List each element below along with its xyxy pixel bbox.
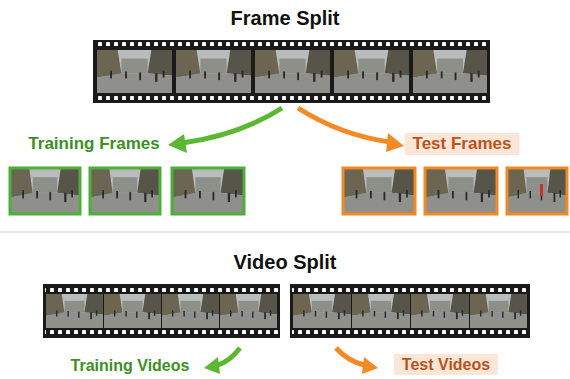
frame-thumbnail [343,168,567,214]
split-arrow [298,108,404,152]
split-label: Training Videos [71,356,190,375]
film-strip [93,40,490,103]
frame-thumbnail [10,168,244,214]
band-text: Test Videos [402,356,490,373]
band-text: Test Frames [413,134,512,153]
split-arrow [336,348,378,374]
split-arrow [168,108,282,153]
film-strip [290,284,530,338]
split-label-band: Test Videos [394,354,498,375]
split-label: Training Frames [28,134,159,154]
split-label-band: Test Frames [405,133,520,155]
section-title: Video Split [234,250,337,274]
divider-line [0,231,570,233]
section-title: Frame Split [231,6,340,30]
split-arrow [204,348,240,374]
film-strip [43,284,280,338]
